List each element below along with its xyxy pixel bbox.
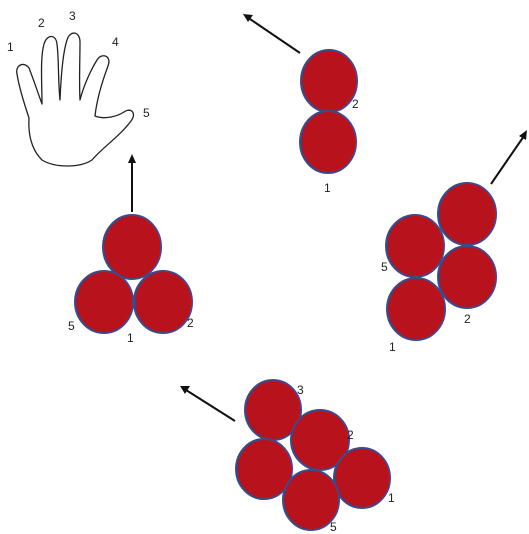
disc [299, 110, 357, 174]
direction-arrow [490, 135, 525, 185]
arrowhead-icon [128, 154, 136, 163]
disc-label: 1 [127, 331, 134, 345]
disc-label: 1 [388, 491, 395, 505]
finger-label-3: 3 [69, 9, 76, 23]
finger-label-2: 2 [38, 16, 45, 30]
disc [300, 49, 358, 113]
disc [235, 438, 293, 500]
arrowhead-icon [243, 14, 253, 22]
five-disc-group: 3 2 1 5 [180, 379, 395, 534]
disc [290, 409, 350, 471]
disc [385, 214, 445, 278]
disc [102, 214, 162, 280]
finger-label-5: 5 [143, 106, 150, 120]
disc-label: 2 [464, 312, 471, 326]
disc [437, 182, 497, 246]
disc [437, 245, 497, 309]
finger-label-1: 1 [7, 40, 14, 54]
three-disc-group: 5 1 2 [68, 154, 194, 345]
disc [133, 270, 193, 334]
finger-label-4: 4 [112, 35, 119, 49]
disc-label: 3 [297, 383, 304, 397]
disc [386, 277, 446, 341]
disc [74, 270, 134, 334]
disc-label: 5 [330, 520, 337, 534]
disc-label: 1 [389, 340, 396, 354]
disc-label: 2 [352, 97, 359, 111]
hand-outline-icon [16, 32, 135, 167]
four-disc-group: 5 2 1 [381, 130, 527, 354]
arrowhead-icon [180, 386, 190, 394]
arrowhead-icon [519, 130, 527, 140]
disc-label: 2 [187, 316, 194, 330]
two-disc-group: 2 1 [243, 14, 359, 195]
disc-label: 5 [381, 260, 388, 274]
disc [333, 447, 391, 509]
disc-label: 5 [68, 319, 75, 333]
direction-arrow [246, 16, 301, 54]
disc [282, 469, 340, 531]
disc-label: 1 [324, 181, 331, 195]
direction-arrow [185, 389, 236, 422]
hand-figure: 1 2 3 4 5 [7, 9, 150, 167]
disc-label: 2 [347, 428, 354, 442]
